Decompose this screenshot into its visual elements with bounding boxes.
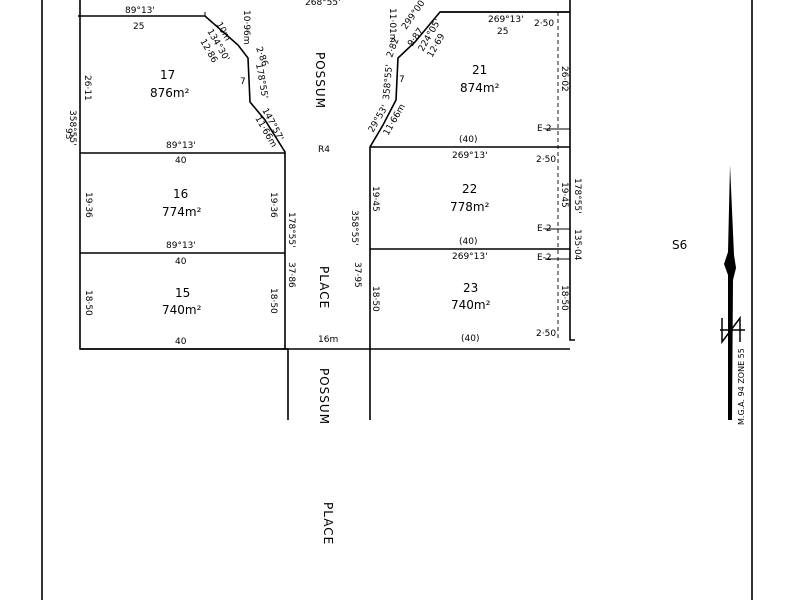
easement-label: E-2 bbox=[537, 224, 552, 234]
dim-length: 18·50 bbox=[268, 288, 278, 314]
dim-bearing: 269°13' bbox=[452, 151, 488, 161]
dim-length: 7 bbox=[399, 75, 405, 85]
dim-length: 25 bbox=[133, 22, 144, 32]
dim-length: 40 bbox=[175, 337, 187, 347]
dim-length: 19·45 bbox=[559, 182, 569, 208]
grid-zone-label: M.G.A. 94 ZONE 55 bbox=[737, 348, 746, 425]
lot-17-number: 17 bbox=[160, 68, 175, 82]
top-bearing: 268°55' bbox=[305, 0, 341, 8]
north-arrow-icon bbox=[720, 165, 745, 420]
dim-bearing: 178°55' bbox=[572, 178, 582, 214]
dim-length: 2·50 bbox=[534, 19, 554, 29]
road-name-possum-lower: POSSUM bbox=[317, 368, 331, 425]
dim-length: 18·50 bbox=[370, 286, 380, 312]
lot-21-area: 874m² bbox=[460, 81, 500, 95]
road-name-place-upper: PLACE bbox=[317, 266, 331, 309]
right-block-east-boundary bbox=[569, 0, 575, 341]
dim-length: 40 bbox=[175, 156, 187, 166]
dim-length: 2·50 bbox=[536, 155, 556, 165]
lot-22-number: 22 bbox=[462, 182, 477, 196]
dim-bearing: 89°13' bbox=[125, 6, 155, 16]
dim-length: 26·02 bbox=[559, 66, 569, 92]
dim-bearing: 299°00' bbox=[400, 0, 429, 32]
dim-length: 10·96m bbox=[241, 10, 251, 45]
lot-22-area: 778m² bbox=[450, 200, 490, 214]
dim-bearing: 358°55' bbox=[67, 110, 77, 146]
dim-length: (40) bbox=[459, 135, 477, 145]
dim-length: 25 bbox=[497, 27, 508, 37]
dim-length: 11·01m bbox=[387, 8, 397, 43]
dim-length: 37·86 bbox=[286, 262, 296, 288]
dim-length: 19·36 bbox=[83, 192, 93, 218]
section-label: S6 bbox=[672, 238, 687, 252]
road-name-place-lower: PLACE bbox=[321, 502, 335, 545]
lot-17-area: 876m² bbox=[150, 86, 190, 100]
dim-bearing: 358°55' bbox=[382, 64, 395, 100]
road-width: 16m bbox=[318, 335, 338, 345]
dim-bearing: 89°13' bbox=[166, 141, 196, 151]
left-block-road-frontage bbox=[78, 15, 286, 349]
dim-length: (40) bbox=[461, 334, 479, 344]
easement-label: E-2 bbox=[537, 253, 552, 263]
road-reserve-label: R4 bbox=[318, 145, 330, 155]
dim-length: 19·36 bbox=[268, 192, 278, 218]
dim-bearing: 178°55' bbox=[286, 212, 296, 248]
dim-bearing: 358°55' bbox=[349, 210, 359, 246]
lot-15-area: 740m² bbox=[162, 303, 202, 317]
dim-length: 40 bbox=[175, 257, 187, 267]
lot-23-number: 23 bbox=[463, 281, 478, 295]
dim-bearing: 269°13' bbox=[452, 252, 488, 262]
dim-bearing: 269°13' bbox=[488, 15, 524, 25]
lot-16-area: 774m² bbox=[162, 205, 202, 219]
dim-length: 93 bbox=[63, 128, 73, 139]
dim-length: 26·11 bbox=[82, 75, 92, 101]
lot-23-area: 740m² bbox=[451, 298, 491, 312]
dim-length: 18·50 bbox=[83, 290, 93, 316]
dim-length: 7 bbox=[240, 77, 246, 87]
lot-21-number: 21 bbox=[472, 63, 487, 77]
easement-label: E-2 bbox=[537, 124, 552, 134]
dim-bearing: 178°55' bbox=[253, 63, 269, 100]
dim-length: 2·50 bbox=[536, 329, 556, 339]
dim-length: 19·45 bbox=[370, 186, 380, 212]
road-name-possum-upper: POSSUM bbox=[313, 52, 327, 109]
right-block-road-frontage bbox=[369, 11, 570, 420]
dim-bearing: 89°13' bbox=[166, 241, 196, 251]
lot-16-number: 16 bbox=[173, 187, 188, 201]
dim-length: (40) bbox=[459, 237, 477, 247]
dim-length: 18·50 bbox=[559, 285, 569, 311]
dim-length: 37·95 bbox=[352, 262, 362, 288]
lot-15-number: 15 bbox=[175, 286, 190, 300]
dim-length: 135·04 bbox=[572, 229, 582, 261]
